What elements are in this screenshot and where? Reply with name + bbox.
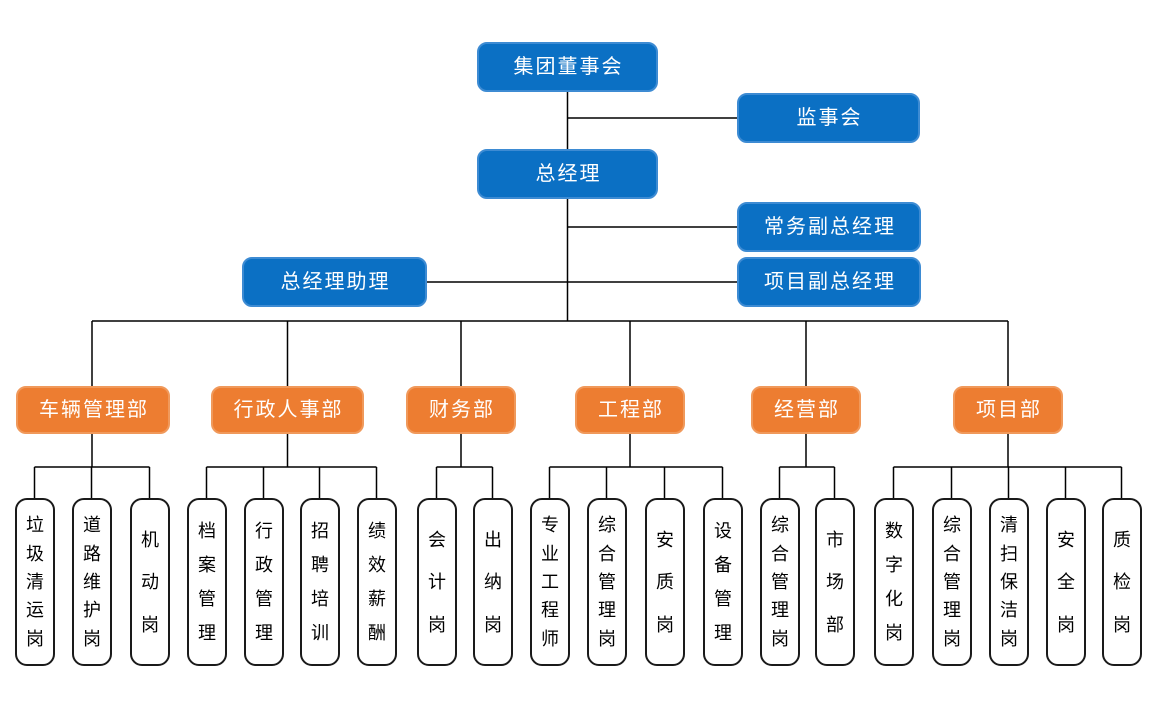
position-box-general-mgmt-ops: 综合管理岗 (760, 498, 800, 666)
position-box-safety: 安全岗 (1046, 498, 1086, 666)
dept-operations: 经营部 (751, 386, 861, 434)
position-box-cleaning: 清扫保洁岗 (989, 498, 1029, 666)
position-box-road-maintenance: 道路维护岗 (72, 498, 112, 666)
position-box-equipment-mgmt: 设备管理 (703, 498, 743, 666)
node-project-deputy-gm: 项目副总经理 (737, 257, 921, 307)
position-box-general-mgmt-eng: 综合管理岗 (587, 498, 627, 666)
position-box-safety-quality: 安质岗 (645, 498, 685, 666)
position-box-digitalization: 数字化岗 (874, 498, 914, 666)
dept-admin-hr: 行政人事部 (211, 386, 364, 434)
node-general-manager: 总经理 (477, 149, 658, 199)
dept-vehicle-management: 车辆管理部 (16, 386, 170, 434)
node-executive-deputy-gm: 常务副总经理 (737, 202, 921, 252)
position-box-cashier: 出纳岗 (473, 498, 513, 666)
node-gm-assistant: 总经理助理 (242, 257, 427, 307)
position-box-professional-engineer: 专业工程师 (530, 498, 570, 666)
position-box-market-dept: 市场部 (815, 498, 855, 666)
node-supervisory-board: 监事会 (737, 93, 920, 143)
position-box-mobile: 机动岗 (130, 498, 170, 666)
position-box-general-mgmt-proj: 综合管理岗 (932, 498, 972, 666)
dept-engineering: 工程部 (575, 386, 685, 434)
position-box-admin-mgmt: 行政管理 (244, 498, 284, 666)
position-box-quality-inspection: 质检岗 (1102, 498, 1142, 666)
connectors-path (33, 92, 1123, 498)
position-box-archives-mgmt: 档案管理 (187, 498, 227, 666)
position-box-recruit-training: 招聘培训 (300, 498, 340, 666)
position-box-performance-pay: 绩效薪酬 (357, 498, 397, 666)
position-box-accounting: 会计岗 (417, 498, 457, 666)
dept-finance: 财务部 (406, 386, 516, 434)
position-box-garbage-removal: 垃圾清运岗 (15, 498, 55, 666)
dept-project: 项目部 (953, 386, 1063, 434)
node-board-of-directors: 集团董事会 (477, 42, 658, 92)
